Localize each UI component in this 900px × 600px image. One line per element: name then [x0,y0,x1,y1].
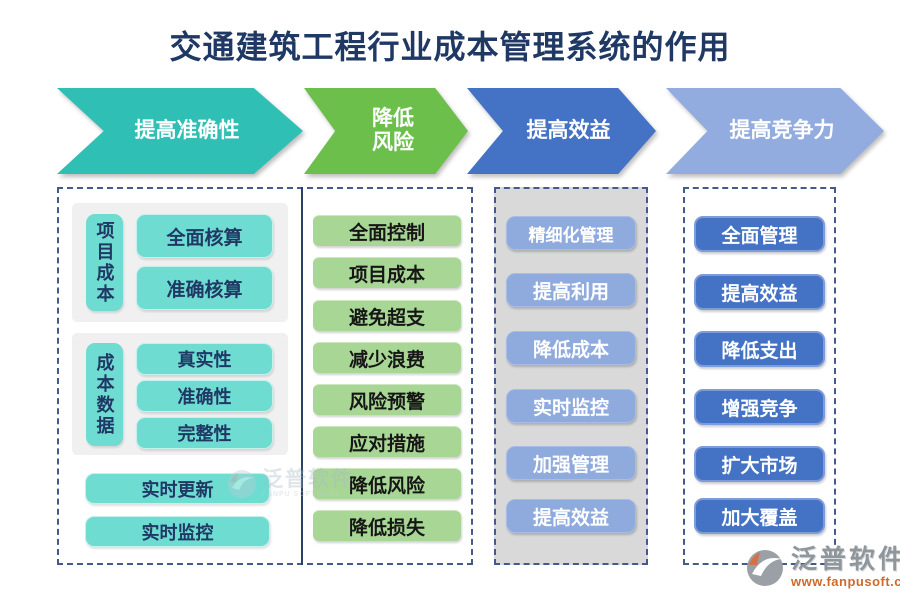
list-item: 降低支出 [694,331,825,367]
list-item: 真实性 [136,343,273,375]
list-item: 实时监控 [85,516,270,547]
list-item: 准确性 [136,380,273,412]
chevron-arrow-shape: 降低风险 [304,88,468,174]
chevron-arrow-shape: 提高竞争力 [666,88,884,174]
list-item: 提高效益 [694,274,825,310]
fanpu-logo: 泛普软件 www.fanpusoft.com [744,544,900,595]
list-item: 加强管理 [506,446,636,480]
header-arrow-label: 提高效益 [526,118,611,142]
list-item: 减少浪费 [313,342,461,373]
column-divider-line [301,187,303,565]
chevron-arrow-shape: 提高准确性 [57,88,303,174]
logo-name: 泛普软件 [791,544,900,574]
list-item: 降低风险 [313,468,461,499]
list-item: 增强竞争 [694,389,825,425]
list-item: 实时监控 [506,389,636,423]
list-item: 完整性 [136,417,273,449]
list-item: 全面管理 [694,216,825,252]
list-item: 项目成本 [313,257,461,288]
list-item: 避免超支 [313,300,461,331]
logo-url: www.fanpusoft.com [791,574,900,590]
list-item: 精细化管理 [506,216,636,250]
list-item: 提高利用 [506,273,636,307]
list-item: 加大覆盖 [694,498,825,534]
header-arrow-accuracy: 提高准确性 [57,88,303,174]
list-item: 提高效益 [506,499,636,533]
group-tag-project-cost: 项目成本 [86,214,123,311]
header-arrow-label: 提高竞争力 [729,118,835,142]
list-item: 实时更新 [85,473,270,504]
list-item: 风险预警 [313,384,461,415]
list-item: 扩大市场 [694,446,825,482]
header-arrow-benefit: 提高效益 [467,88,656,174]
list-item: 降低损失 [313,510,461,541]
header-arrow-risk: 降低风险 [304,88,468,174]
header-arrow-label: 降低风险 [372,106,414,154]
chevron-arrow-shape: 提高效益 [467,88,656,174]
list-item: 应对措施 [313,426,461,457]
page-title: 交通建筑工程行业成本管理系统的作用 [169,29,731,65]
list-item: 全面核算 [136,214,273,258]
list-item: 准确核算 [136,266,273,310]
header-arrow-competitiveness: 提高竞争力 [666,88,884,174]
fanpu-swoosh-icon [744,546,786,595]
list-item: 降低成本 [506,331,636,365]
list-item: 全面控制 [313,215,461,246]
header-arrow-label: 提高准确性 [134,118,240,142]
group-tag-cost-data: 成本数据 [86,343,123,446]
